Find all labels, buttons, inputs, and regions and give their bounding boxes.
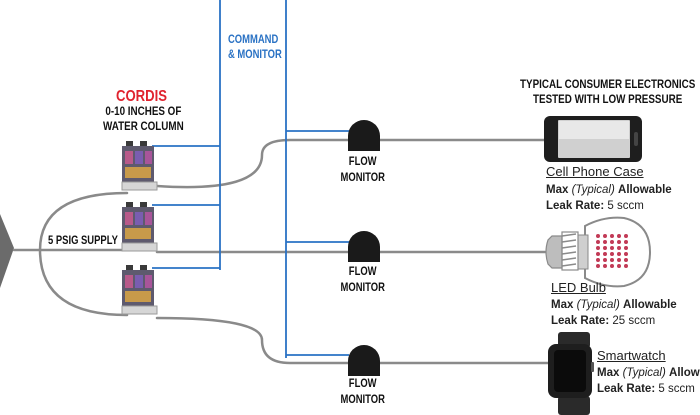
cordis-module-1 xyxy=(121,141,158,191)
led-dot xyxy=(624,252,628,256)
flow-monitor-label-3-line-1: FLOW xyxy=(348,378,377,390)
flow-monitor-label-1-line-2: MONITOR xyxy=(340,172,385,184)
cordis-spec: 0-10 INCHES OF WATER COLUMN xyxy=(103,104,184,134)
cordis-module-2 xyxy=(121,202,158,252)
flow-monitor-label-2-line-2: MONITOR xyxy=(340,282,385,294)
spec-leak-label: Leak Rate: xyxy=(597,383,656,395)
led-dot xyxy=(617,264,621,268)
device-spec-led-bulb: Max (Typical) Allowable Leak Rate: 25 sc… xyxy=(551,297,677,329)
header-line-1: TYPICAL CONSUMER ELECTRONICS xyxy=(520,77,696,91)
supply-pipe-upper xyxy=(38,191,129,252)
led-dot xyxy=(610,252,614,256)
led-dot xyxy=(610,240,614,244)
led-dot xyxy=(624,234,628,238)
led-dot xyxy=(603,264,607,268)
supply-pipe-lower xyxy=(38,248,129,317)
device-spec-cell-phone-case: Max (Typical) Allowable Leak Rate: 5 scc… xyxy=(546,182,672,214)
outlet-pipe-1 xyxy=(155,138,547,189)
smartwatch-icon xyxy=(548,332,594,415)
spec-typical: (Typical) xyxy=(622,367,666,379)
spec-allowable: Allowable xyxy=(623,299,677,311)
led-dot xyxy=(617,246,621,250)
flow-monitor-label-1-line-1: FLOW xyxy=(348,156,377,168)
led-dot xyxy=(617,252,621,256)
flow-monitor-label-1: FLOW MONITOR xyxy=(334,154,391,186)
device-spec-smartwatch: Max (Typical) Allowable Leak Rate: 5 scc… xyxy=(597,365,700,397)
led-dot xyxy=(596,240,600,244)
spec-typical: (Typical) xyxy=(576,299,620,311)
flow-monitor-2 xyxy=(348,231,380,262)
device-name-led-bulb: LED Bulb xyxy=(551,280,606,295)
flow-monitor-label-3: FLOW MONITOR xyxy=(334,376,391,408)
cordis-module-3 xyxy=(121,265,158,315)
cordis-spec-line-1: 0-10 INCHES OF xyxy=(105,104,182,118)
device-name-cell-phone-case: Cell Phone Case xyxy=(546,164,644,179)
led-dot xyxy=(624,258,628,262)
led-dot xyxy=(617,258,621,262)
led-dot xyxy=(624,240,628,244)
spec-leak-value: 5 sccm xyxy=(658,383,695,395)
led-dot xyxy=(603,252,607,256)
spec-leak-label: Leak Rate: xyxy=(551,315,610,327)
led-dot xyxy=(617,240,621,244)
spec-max: Max xyxy=(546,184,569,196)
header-line-2: TESTED WITH LOW PRESSURE xyxy=(533,92,683,106)
spec-max: Max xyxy=(597,367,620,379)
spec-leak-value: 25 sccm xyxy=(612,315,656,327)
signal-lines xyxy=(152,0,349,358)
led-dot xyxy=(610,258,614,262)
led-dot xyxy=(617,234,621,238)
supply-arrow xyxy=(0,214,14,288)
spec-typical: (Typical) xyxy=(571,184,615,196)
led-dot xyxy=(596,246,600,250)
led-dot xyxy=(603,234,607,238)
flow-monitor-label-3-line-2: MONITOR xyxy=(340,394,385,406)
flow-monitor-label-2-line-1: FLOW xyxy=(348,266,377,278)
spec-leak-value: 5 sccm xyxy=(607,200,644,212)
device-name-smartwatch: Smartwatch xyxy=(597,348,666,363)
flow-monitor-3 xyxy=(348,345,380,376)
led-dot xyxy=(596,252,600,256)
air-pipes xyxy=(12,138,550,365)
led-dot xyxy=(610,264,614,268)
led-dot xyxy=(596,264,600,268)
cordis-spec-line-2: WATER COLUMN xyxy=(103,119,184,133)
led-dot xyxy=(624,264,628,268)
command-monitor-label: COMMAND & MONITOR xyxy=(228,33,282,63)
supply-label: 5 PSIG SUPPLY xyxy=(48,235,118,247)
led-dot xyxy=(596,234,600,238)
cordis-brand: CORDIS xyxy=(116,88,168,105)
outlet-pipe-3 xyxy=(155,316,550,365)
spec-allowable: Allowable xyxy=(618,184,672,196)
spec-max: Max xyxy=(551,299,574,311)
spec-leak-label: Leak Rate: xyxy=(546,200,605,212)
led-dot xyxy=(603,240,607,244)
flow-monitor-label-2: FLOW MONITOR xyxy=(334,264,391,296)
led-dot xyxy=(603,246,607,250)
spec-allowable: Allowable xyxy=(669,367,700,379)
led-dot xyxy=(610,246,614,250)
flow-monitor-1 xyxy=(348,120,380,151)
led-dot xyxy=(603,258,607,262)
header-title: TYPICAL CONSUMER ELECTRONICS TESTED WITH… xyxy=(520,77,695,107)
led-dot xyxy=(610,234,614,238)
led-dot xyxy=(624,246,628,250)
cell-phone-icon xyxy=(544,116,642,162)
command-label: COMMAND xyxy=(228,34,279,46)
monitor-label: & MONITOR xyxy=(228,49,282,61)
led-bulb-icon xyxy=(545,216,652,288)
led-dot xyxy=(596,258,600,262)
